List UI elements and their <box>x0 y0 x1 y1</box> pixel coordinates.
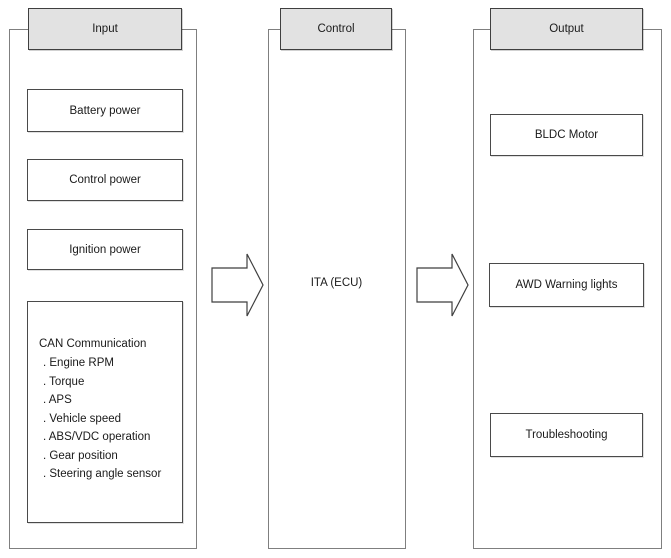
can-communication-box: CAN Communication . Engine RPM . Torque … <box>27 301 183 523</box>
can-item-abs-vdc: . ABS/VDC operation <box>43 431 151 443</box>
can-item-torque: . Torque <box>43 375 85 388</box>
troubleshooting-label: Troubleshooting <box>525 429 608 441</box>
input-to-control-arrow-icon <box>211 253 264 317</box>
control-power-box: Control power <box>27 159 183 201</box>
ignition-power-label: Ignition power <box>69 243 141 256</box>
can-communication-title: CAN Communication <box>39 338 147 350</box>
battery-power-box: Battery power <box>27 89 183 132</box>
control-power-label: Control power <box>69 174 141 186</box>
input-header-label: Input <box>92 23 118 35</box>
bldc-motor-box: BLDC Motor <box>490 114 643 156</box>
awd-warning-lights-label: AWD Warning lights <box>515 279 618 291</box>
output-header-label: Output <box>549 23 584 35</box>
control-column-frame <box>268 29 406 549</box>
awd-warning-lights-box: AWD Warning lights <box>489 263 644 307</box>
control-header-label: Control <box>317 23 355 35</box>
bldc-motor-label: BLDC Motor <box>534 129 599 141</box>
troubleshooting-box: Troubleshooting <box>490 413 643 457</box>
can-item-vehicle-speed: . Vehicle speed <box>43 412 122 425</box>
battery-power-label: Battery power <box>69 104 141 117</box>
input-column-header: Input <box>28 8 182 50</box>
can-item-engine-rpm: . Engine RPM <box>43 357 114 369</box>
control-column-header: Control <box>280 8 392 50</box>
ita-ecu-label: ITA (ECU) <box>310 277 363 289</box>
ignition-power-box: Ignition power <box>27 229 183 270</box>
control-to-output-arrow-icon <box>416 253 469 317</box>
can-item-aps: . APS <box>43 394 72 406</box>
output-column-header: Output <box>490 8 643 50</box>
can-item-gear-position: . Gear position <box>43 449 118 462</box>
can-signal-list: . Engine RPM . Torque . APS . Vehicle sp… <box>43 354 182 484</box>
can-item-steering-angle: . Steering angle sensor <box>43 468 162 480</box>
